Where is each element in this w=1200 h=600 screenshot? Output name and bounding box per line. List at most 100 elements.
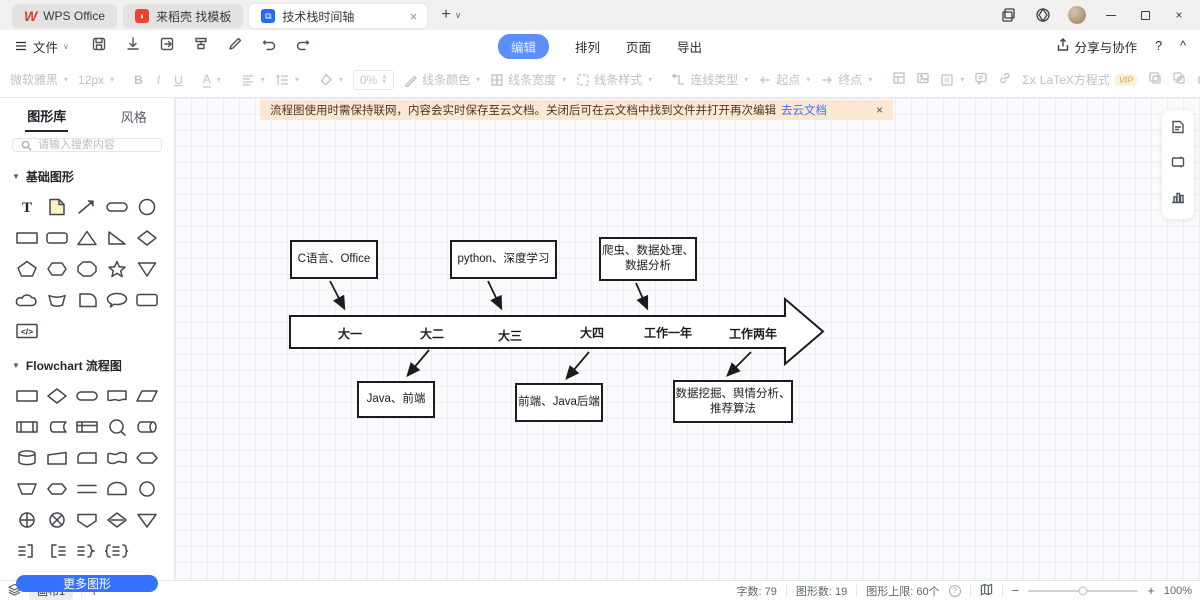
tab-tech-stack-timeline[interactable]: ⧉ 技术栈时间轴 × [249, 4, 427, 28]
section-flowchart-shapes[interactable]: ▼ Flowchart 流程图 [0, 351, 174, 380]
shape-triangle-down-icon[interactable] [132, 510, 162, 530]
ungroup-button[interactable] [1172, 71, 1186, 88]
shape-decision-alt-icon[interactable] [102, 510, 132, 530]
shape-hexagon-prep-icon[interactable] [42, 479, 72, 499]
zoom-level[interactable]: 100% [1164, 585, 1192, 597]
shape-direct-access-icon[interactable] [132, 417, 162, 437]
shape-pentagon-icon[interactable] [12, 259, 42, 279]
bold-button[interactable]: B [134, 73, 143, 87]
group-button[interactable] [1148, 71, 1162, 88]
timeline-label[interactable]: 工作一年 [644, 324, 692, 341]
connector-type-button[interactable]: 连线类型▾ [672, 71, 748, 88]
insert-table-button[interactable] [892, 71, 906, 88]
shape-rounded-rectangle-icon[interactable] [42, 228, 72, 248]
line-width-button[interactable]: 线条宽度▾ [490, 71, 566, 88]
tab-docer-templates[interactable]: ◗ 来稻壳 找模板 [123, 4, 243, 28]
latex-equation-button[interactable]: ΣxLaTeX方程式VIP [1022, 71, 1138, 88]
shape-callout-right-icon[interactable] [12, 541, 42, 561]
tab-page[interactable]: 页面 [626, 37, 651, 56]
diagram-node[interactable]: 爬虫、数据处理、 数据分析 [599, 237, 697, 281]
align-button[interactable]: ▾ [241, 73, 265, 87]
save-button[interactable] [91, 36, 107, 57]
sidebar-tab-style[interactable]: 风格 [119, 100, 149, 131]
font-family-select[interactable]: 微软雅黑▾ [10, 71, 68, 88]
shape-or-junction-icon[interactable] [102, 417, 132, 437]
timeline-label[interactable]: 大三 [498, 327, 522, 344]
shape-internal-storage-icon[interactable] [72, 417, 102, 437]
collapse-toolbar-button[interactable]: ^ [1180, 39, 1186, 53]
format-painter-button[interactable] [193, 36, 209, 57]
shape-summing-x-icon[interactable] [42, 510, 72, 530]
more-shapes-button[interactable]: 更多图形 [16, 575, 158, 592]
help-button[interactable]: ? [1155, 39, 1162, 53]
shape-summing-plus-icon[interactable] [12, 510, 42, 530]
diagram-node[interactable]: 数据挖掘、舆情分析、 推荐算法 [673, 380, 793, 423]
redo-button[interactable] [295, 36, 311, 57]
edit-pencil-button[interactable] [227, 36, 243, 57]
chart-icon[interactable] [1170, 189, 1186, 210]
comment-button[interactable] [974, 71, 988, 88]
globe-icon[interactable] [1028, 2, 1058, 28]
shape-callout-brace-both-icon[interactable] [102, 541, 132, 561]
shape-pill-icon[interactable] [102, 197, 132, 217]
shape-delay-icon[interactable] [102, 479, 132, 499]
shape-frame-rect-icon[interactable] [132, 290, 162, 310]
zoom-slider-knob[interactable] [1079, 586, 1088, 595]
shape-stored-data-icon[interactable] [42, 417, 72, 437]
shape-right-triangle-icon[interactable] [102, 228, 132, 248]
diagram-node[interactable]: C语言、Office [290, 240, 378, 279]
diagram-node[interactable]: 前端、Java后端 [515, 383, 603, 422]
import-button[interactable] [159, 36, 175, 57]
line-style-button[interactable]: 线条样式▾ [576, 71, 652, 88]
diagram-canvas[interactable]: 流程图使用时需保持联网，内容会实时保存至云文档。关闭后可在云文档中找到文件并打开… [175, 98, 1200, 580]
close-tab-icon[interactable]: × [408, 9, 420, 24]
diagram-node[interactable]: Java、前端 [357, 381, 435, 418]
shape-search-input[interactable] [38, 139, 148, 151]
shape-diamond-icon[interactable] [132, 228, 162, 248]
shape-hexagon-icon[interactable] [42, 259, 72, 279]
shape-octagon-icon[interactable] [72, 259, 102, 279]
tab-export[interactable]: 导出 [677, 37, 702, 56]
shape-arrow-icon[interactable] [72, 197, 102, 217]
zoom-in-button[interactable]: + [1147, 583, 1155, 598]
shape-document-icon[interactable] [102, 386, 132, 406]
lock-button[interactable] [1196, 71, 1200, 88]
underline-button[interactable]: U [174, 73, 183, 87]
fill-color-button[interactable]: ▾ [319, 73, 343, 87]
sidebar-tab-shape-library[interactable]: 图形库 [25, 99, 68, 132]
shape-connector-icon[interactable] [132, 479, 162, 499]
shape-manual-operation-icon[interactable] [42, 448, 72, 468]
insert-image-button[interactable] [916, 71, 930, 88]
zoom-slider[interactable] [1028, 590, 1138, 592]
shape-decision-icon[interactable] [42, 386, 72, 406]
shape-speech-bubble-icon[interactable] [102, 290, 132, 310]
file-menu[interactable]: 文件 ∨ [14, 37, 69, 56]
timeline-label[interactable]: 大一 [338, 325, 362, 342]
timeline-label[interactable]: 工作两年 [729, 325, 777, 342]
start-point-button[interactable]: 起点▾ [758, 71, 810, 88]
workspace-icon[interactable] [994, 2, 1024, 28]
shape-triangle-icon[interactable] [72, 228, 102, 248]
shape-display-shield-icon[interactable] [72, 510, 102, 530]
shape-callout-brace-icon[interactable] [72, 541, 102, 561]
new-tab-button[interactable]: + [441, 6, 450, 24]
end-point-button[interactable]: 终点▾ [820, 71, 872, 88]
shape-process-icon[interactable] [12, 386, 42, 406]
maximize-button[interactable] [1130, 2, 1160, 28]
shape-circle-icon[interactable] [132, 197, 162, 217]
close-window-button[interactable]: × [1164, 2, 1194, 28]
shape-cone-icon[interactable] [132, 259, 162, 279]
minimize-button[interactable] [1096, 2, 1126, 28]
shape-predefined-process-icon[interactable] [12, 417, 42, 437]
tab-edit[interactable]: 编辑 [498, 34, 549, 59]
shape-terminator-icon[interactable] [72, 386, 102, 406]
section-basic-shapes[interactable]: ▼ 基础图形 [0, 162, 174, 191]
shape-text-icon[interactable]: T [12, 197, 42, 217]
shape-note-icon[interactable] [42, 197, 72, 217]
hyperlink-button[interactable] [998, 71, 1012, 88]
shape-arc-rect-icon[interactable] [42, 290, 72, 310]
diagram-node[interactable]: python、深度学习 [450, 240, 557, 279]
font-color-button[interactable]: A▾ [203, 72, 221, 88]
tab-arrange[interactable]: 排列 [575, 37, 600, 56]
insert-container-button[interactable]: ▾ [940, 73, 964, 87]
